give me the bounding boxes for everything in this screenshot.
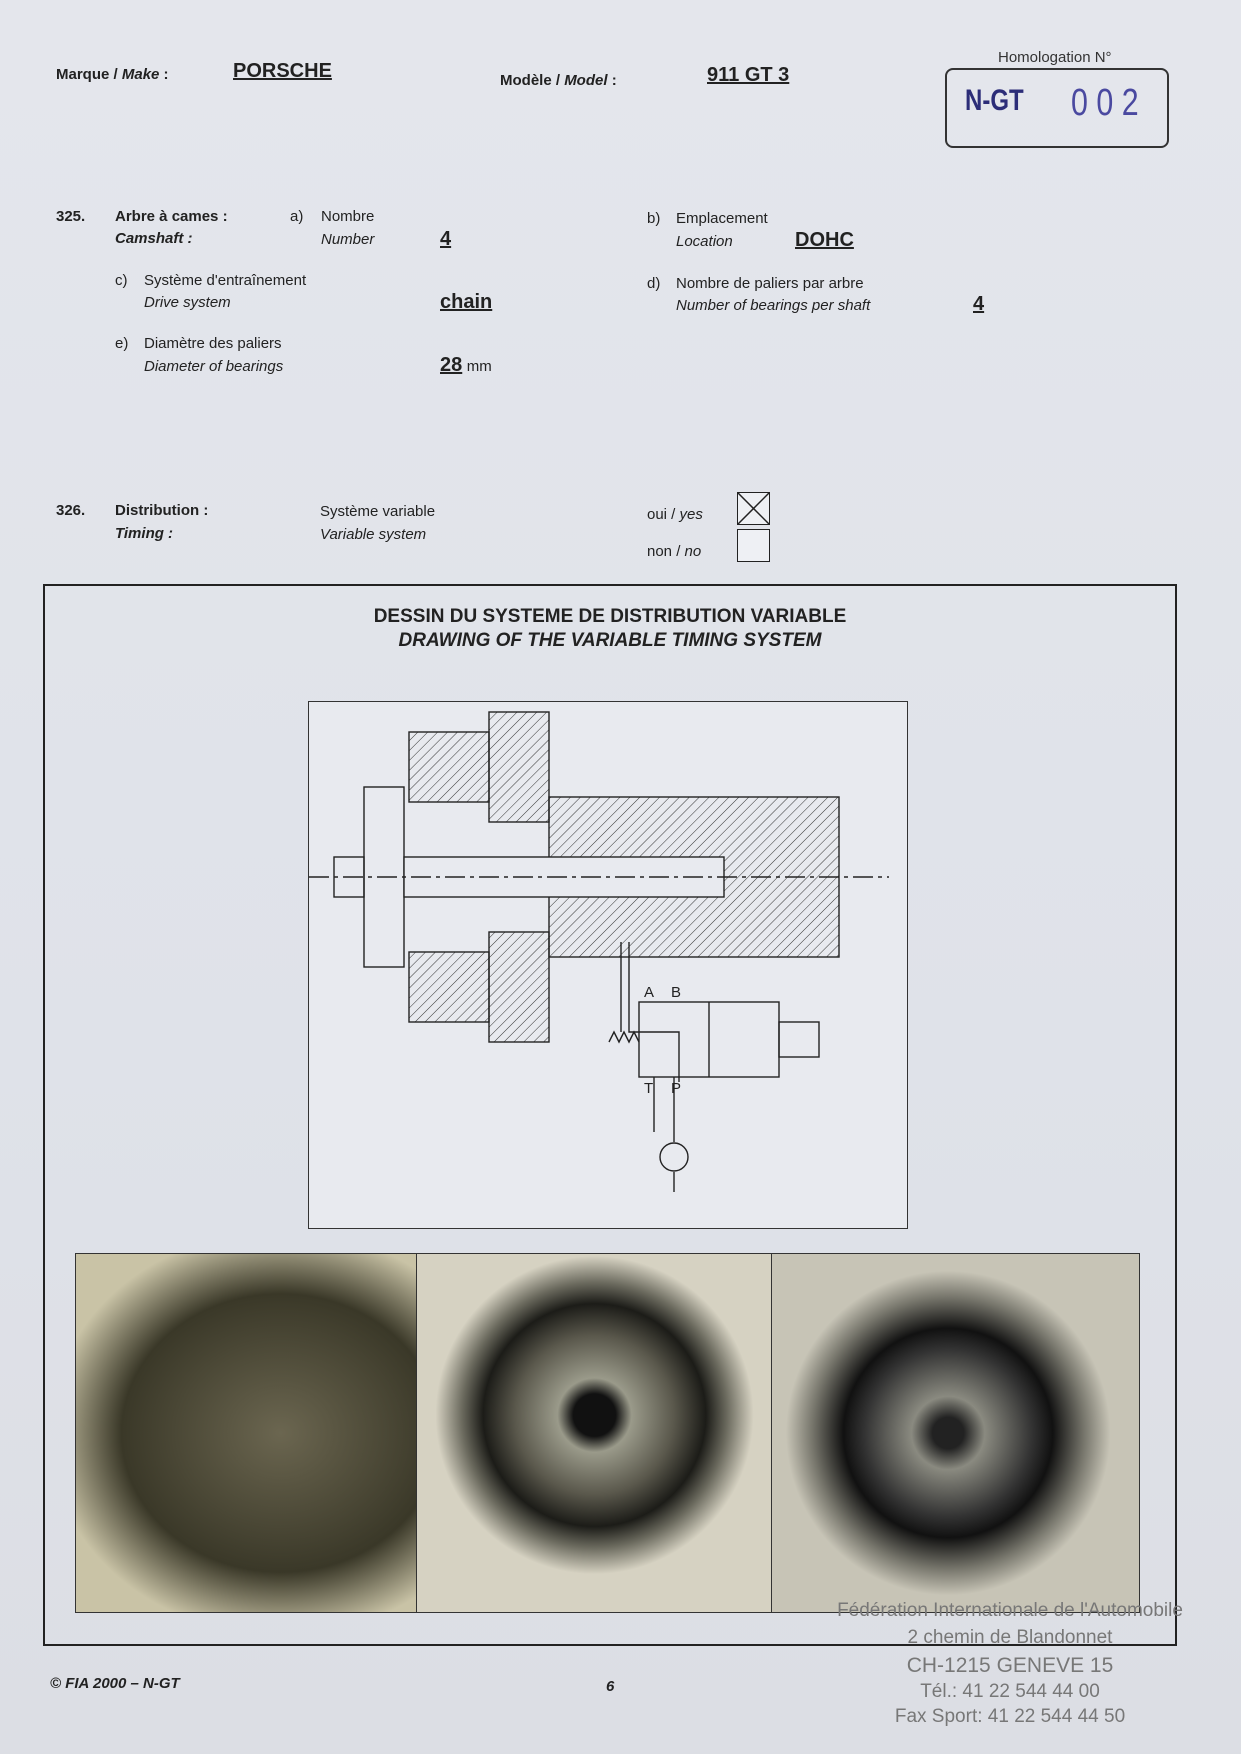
no-label: non / no [647,543,702,560]
photo-sprocket-rear [771,1253,1140,1613]
model-label: Modèle / Model : [500,72,617,89]
item-letter: c) [115,272,128,289]
number-value: 4 [440,228,452,250]
homologation-number: 0 0 2 [1071,82,1139,124]
footer-copyright: © FIA 2000 – N-GT [50,1675,180,1692]
homologation-prefix: N-GT [965,84,1024,117]
s325-title-en: Camshaft : [115,230,193,247]
variable-system-label-fr: Système variable [320,503,436,520]
bearings-label-fr: Nombre de paliers par arbre [676,275,864,292]
number-label-fr: Nombre [321,208,375,225]
no-checkbox[interactable] [737,529,770,562]
drawing-frame [43,584,1177,1646]
drawing-title-fr: DESSIN DU SYSTEME DE DISTRIBUTION VARIAB… [373,606,847,627]
drive-system-label-fr: Système d'entraînement [144,272,307,289]
diameter-label-fr: Diamètre des paliers [144,335,282,352]
port-label-b: B [671,984,682,1001]
location-label-en: Location [676,233,733,250]
port-label-p: P [671,1080,682,1097]
page-number: 6 [606,1678,615,1695]
s326-title-fr: Distribution : [115,502,209,519]
variator-cross-section [309,711,889,1192]
fia-stamp-line: Fédération Internationale de l'Automobil… [837,1600,1183,1621]
item-letter: e) [115,335,129,352]
photo-sprocket-front [416,1253,773,1613]
fia-stamp-line: 2 chemin de Blandonnet [907,1627,1113,1648]
port-label-t: T [644,1080,654,1097]
photo-sprocket-side [75,1253,418,1613]
s326-title-en: Timing : [115,525,174,542]
item-letter: d) [647,275,661,292]
make-value: PORSCHE [233,60,332,82]
drive-system-value: chain [440,291,493,313]
fia-stamp-line: Fax Sport: 41 22 544 44 50 [894,1706,1126,1727]
drive-system-label-en: Drive system [144,294,231,311]
diameter-label-en: Diameter of bearings [144,358,284,375]
fia-stamp-line: Tél.: 41 22 544 44 00 [920,1681,1100,1702]
port-label-a: A [644,984,655,1001]
homologation-stamp: N-GT 0 0 2 [945,68,1169,148]
variable-system-label-en: Variable system [320,526,427,543]
item-letter: b) [647,210,661,227]
location-value: DOHC [795,229,854,251]
technical-drawing: A B T P [308,701,908,1229]
item-letter: a) [290,208,304,225]
yes-label: oui / yes [647,506,703,523]
location-label-fr: Emplacement [676,210,768,227]
s325-title-fr: Arbre à cames : [115,208,228,225]
s326-number: 326. [56,502,86,519]
fia-stamp-line: CH-1215 GENEVE 15 [906,1654,1114,1677]
diameter-value: 28 mm [440,354,492,376]
number-label-en: Number [321,231,375,248]
model-value: 911 GT 3 [707,64,790,86]
bearings-value: 4 [973,293,985,315]
yes-checkbox[interactable] [737,492,770,525]
drawing-title-en: DRAWING OF THE VARIABLE TIMING SYSTEM [398,630,822,651]
make-label: Marque / Make : [56,66,169,83]
homologation-label: Homologation N° [998,49,1112,66]
s325-number: 325. [56,208,86,225]
bearings-label-en: Number of bearings per shaft [676,297,871,314]
